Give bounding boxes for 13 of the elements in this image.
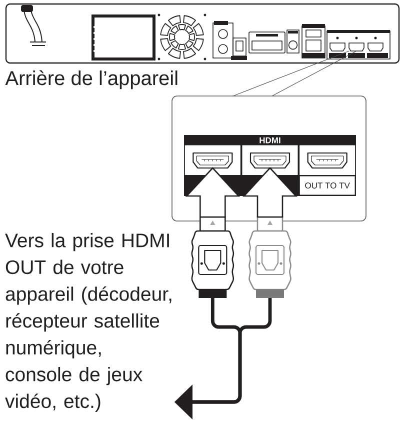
hdmi-port bbox=[192, 152, 233, 169]
arrow bbox=[185, 167, 240, 218]
hdmi-port bbox=[307, 152, 348, 169]
hdmi-plug bbox=[191, 216, 234, 298]
leader-line bbox=[272, 50, 357, 96]
arrow bbox=[242, 167, 298, 218]
leader-line bbox=[232, 50, 350, 96]
port-label: OUT TO TV bbox=[299, 176, 356, 196]
hdmi-port bbox=[250, 152, 290, 169]
hdmi-port bbox=[348, 42, 364, 52]
note-text: Vers la prise HDMI OUT de votre appareil (décodeur, récepteur satellite numérique, console de jeux vidéo, etc.) bbox=[5, 233, 172, 412]
hdmi-plug bbox=[248, 216, 292, 298]
rear-view-label: Arrière de l’appareil bbox=[5, 70, 178, 90]
